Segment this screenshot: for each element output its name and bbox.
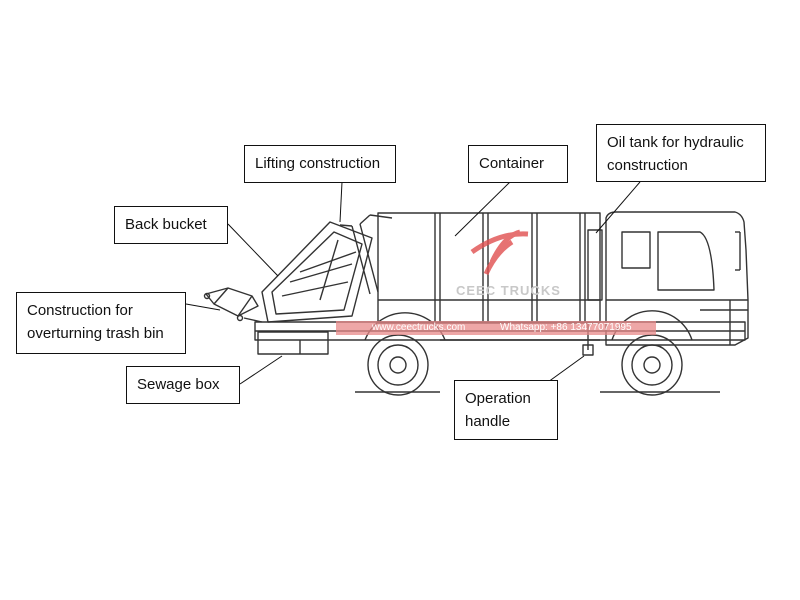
watermark-website: www.ceectrucks.com bbox=[372, 322, 466, 333]
watermark-whatsapp: Whatsapp: +86 13477071995 bbox=[500, 322, 632, 333]
label-operation-handle: Operation handle bbox=[454, 380, 558, 440]
label-container: Container bbox=[468, 145, 568, 183]
leader-lines bbox=[185, 181, 641, 385]
container-body bbox=[377, 212, 601, 324]
watermark-brand: CEEC TRUCKS bbox=[456, 283, 561, 298]
label-lifting-construction: Lifting construction bbox=[244, 145, 396, 183]
watermark-banner bbox=[336, 321, 656, 335]
truck-cab bbox=[605, 211, 749, 346]
brand-logo bbox=[470, 229, 529, 276]
lifting-construction bbox=[339, 214, 393, 295]
overturning-bin-construction bbox=[203, 287, 263, 323]
label-back-bucket: Back bucket bbox=[114, 206, 228, 244]
label-overturning-bin: Construction for overturning trash bin bbox=[16, 292, 186, 354]
oil-tank bbox=[587, 229, 603, 301]
label-sewage-box: Sewage box bbox=[126, 366, 240, 404]
sewage-box bbox=[257, 331, 329, 355]
back-bucket bbox=[261, 221, 373, 323]
label-oil-tank: Oil tank for hydraulic construction bbox=[596, 124, 766, 182]
